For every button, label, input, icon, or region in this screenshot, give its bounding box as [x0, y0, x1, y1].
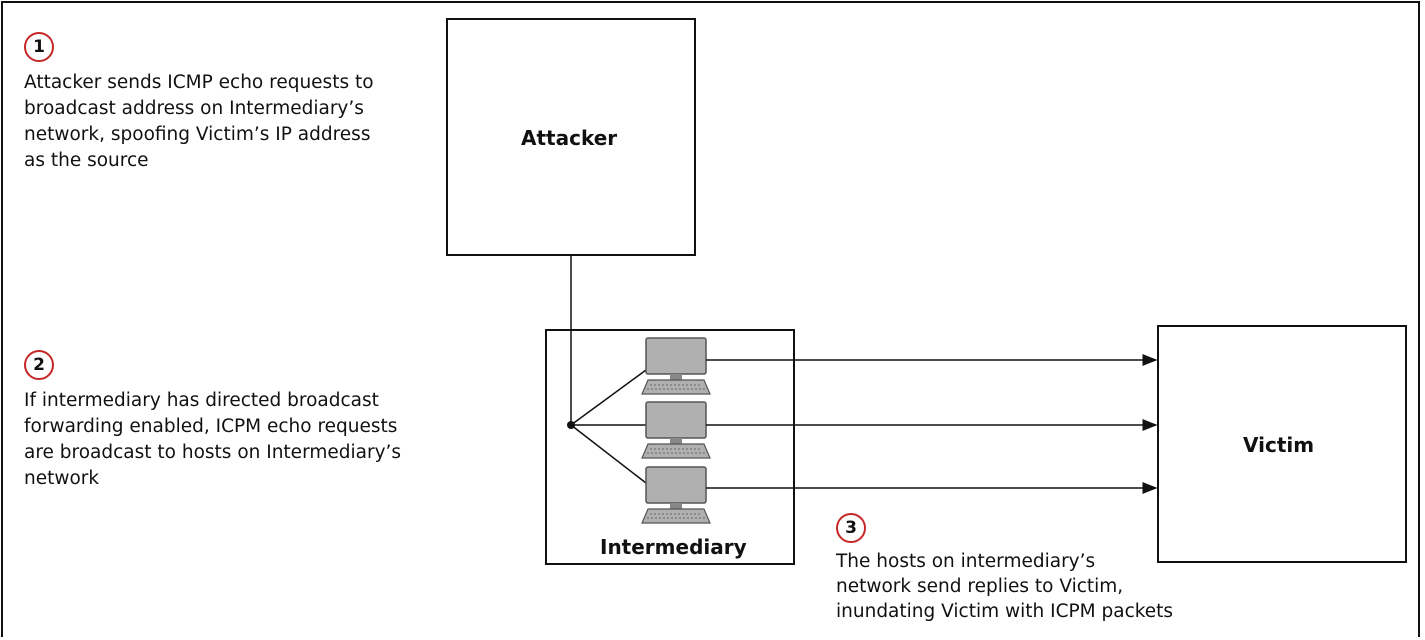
step-3-badge: 3	[836, 513, 866, 543]
attacker-label: Attacker	[521, 126, 618, 150]
step-2-text: If intermediary has directed broadcast f…	[24, 388, 401, 492]
step-2-line: forwarding enabled, ICPM echo requests	[24, 416, 398, 437]
step-2-badge: 2	[24, 350, 54, 380]
step-3-line: inundating Victim with ICPM packets	[836, 601, 1174, 622]
step-1-line: as the source	[24, 150, 149, 171]
attacker-box	[446, 18, 696, 256]
step-2: 2 If intermediary has directed broadcast…	[24, 350, 401, 492]
computer-host-icon	[641, 401, 711, 459]
step-1-line: broadcast address on Intermediary’s	[24, 98, 364, 119]
step-2-line: If intermediary has directed broadcast	[24, 390, 379, 411]
victim-box	[1157, 325, 1407, 563]
computer-host-icon	[641, 337, 711, 395]
step-3-text: The hosts on intermediary’s network send…	[836, 549, 1173, 624]
step-2-line: are broadcast to hosts on Intermediary’s	[24, 442, 402, 463]
step-1-badge: 1	[24, 32, 54, 62]
computer-host-icon	[641, 466, 711, 524]
step-1-line: Attacker sends ICMP echo requests to	[24, 72, 374, 93]
step-3-line: The hosts on intermediary’s	[836, 551, 1096, 572]
step-2-line: network	[24, 468, 100, 489]
step-1: 1 Attacker sends ICMP echo requests to b…	[24, 32, 374, 174]
victim-label: Victim	[1243, 433, 1315, 457]
intermediary-label: Intermediary	[600, 535, 747, 559]
step-3-line: network send replies to Victim,	[836, 576, 1124, 597]
fanout-line-top	[570, 369, 647, 426]
fanout-line-bottom	[570, 424, 647, 484]
step-1-text: Attacker sends ICMP echo requests to bro…	[24, 70, 374, 174]
step-3: 3 The hosts on intermediary’s network se…	[836, 513, 1173, 624]
step-1-line: network, spoofing Victim’s IP address	[24, 124, 371, 145]
